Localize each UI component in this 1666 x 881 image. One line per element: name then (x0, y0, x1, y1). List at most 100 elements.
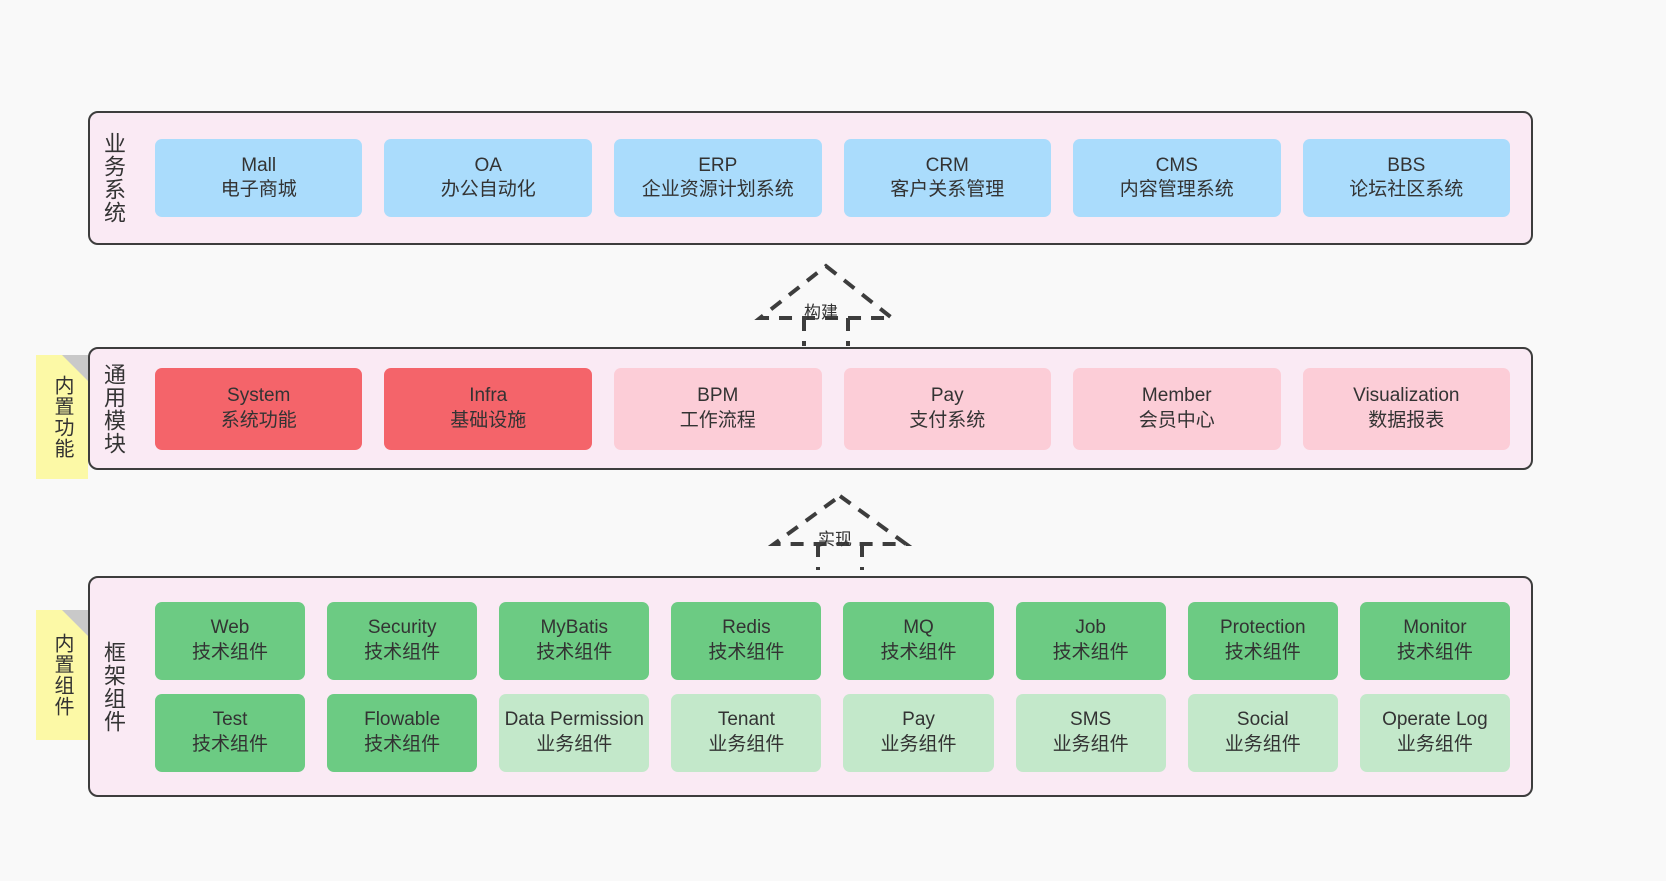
layer-title-business-systems: 业务系统 (100, 132, 126, 224)
card-mybatis[interactable]: MyBatis 技术组件 (499, 601, 650, 680)
card-title: Social (1236, 709, 1289, 731)
card-subtitle: 技术组件 (1396, 641, 1473, 663)
card-cms[interactable]: CMS 内容管理系统 (1073, 139, 1281, 217)
card-web[interactable]: Web 技术组件 (154, 601, 306, 680)
card-erp[interactable]: ERP 企业资源计划系统 (613, 139, 822, 217)
card-mq[interactable]: MQ 技术组件 (843, 601, 994, 680)
card-subtitle: 客户关系管理 (890, 179, 1005, 200)
card-subtitle: 业务组件 (1396, 733, 1473, 755)
card-mall[interactable]: Mall 电子商城 (154, 139, 363, 217)
business-row: Mall 电子商城 OA 办公自动化 ERP 企业资源计划系统 CRM 客户关系… (144, 139, 1521, 217)
card-subtitle: 技术组件 (192, 733, 269, 755)
card-test[interactable]: Test 技术组件 (154, 693, 306, 772)
note-builtin-components: 内置组件 (36, 610, 88, 740)
layer-body-business-systems: Mall 电子商城 OA 办公自动化 ERP 企业资源计划系统 CRM 客户关系… (134, 113, 1531, 243)
card-pay-component[interactable]: Pay 业务组件 (843, 693, 994, 772)
layer-title-framework-components: 框架组件 (100, 640, 126, 733)
card-title: Member (1141, 385, 1212, 407)
card-tenant[interactable]: Tenant 业务组件 (671, 693, 822, 772)
card-subtitle: 技术组件 (364, 733, 441, 755)
card-crm[interactable]: CRM 客户关系管理 (843, 139, 1052, 217)
layer-business-systems: 业务系统 Mall 电子商城 OA 办公自动化 ERP 企业资源计划系统 CRM… (88, 111, 1533, 245)
card-title: ERP (698, 154, 738, 176)
card-subtitle: 业务组件 (880, 733, 957, 755)
card-redis[interactable]: Redis 技术组件 (671, 601, 822, 680)
card-subtitle: 电子商城 (220, 179, 297, 200)
card-subtitle: 技术组件 (880, 641, 957, 663)
card-operate-log[interactable]: Operate Log 业务组件 (1359, 693, 1510, 772)
connector-build-label: 构建 (804, 303, 838, 322)
connector-build: 构建 (754, 262, 898, 346)
card-title: BPM (697, 385, 739, 407)
business-components-row: Test 技术组件 Flowable 技术组件 Data Permission … (144, 693, 1521, 772)
card-subtitle: 业务组件 (1224, 733, 1301, 755)
card-subtitle: 技术组件 (364, 641, 441, 663)
note-label: 内置组件 (51, 633, 73, 717)
card-bpm[interactable]: BPM 工作流程 (613, 367, 822, 450)
connector-build-shape (754, 263, 898, 346)
card-visualization[interactable]: Visualization 数据报表 (1302, 367, 1511, 450)
card-title: Tenant (717, 709, 775, 731)
card-infra[interactable]: Infra 基础设施 (384, 367, 592, 450)
connector-implement-shape (767, 493, 913, 570)
card-subtitle: 技术组件 (1052, 641, 1129, 663)
card-subtitle: 业务组件 (708, 733, 785, 755)
card-title: Data Permission (504, 709, 644, 731)
card-subtitle: 业务组件 (1052, 733, 1129, 755)
layer-framework-components: 框架组件 Web 技术组件 Security 技术组件 MyBatis 技术组件… (88, 576, 1533, 797)
card-bbs[interactable]: BBS 论坛社区系统 (1302, 139, 1511, 217)
card-social[interactable]: Social 业务组件 (1187, 693, 1338, 772)
card-protection[interactable]: Protection 技术组件 (1187, 601, 1338, 680)
card-subtitle: 技术组件 (708, 641, 785, 663)
note-label: 内置功能 (51, 375, 73, 459)
card-title: Monitor (1403, 617, 1467, 639)
card-member[interactable]: Member 会员中心 (1073, 367, 1281, 450)
card-title: CMS (1155, 154, 1198, 176)
card-title: System (227, 385, 291, 407)
card-title: OA (474, 154, 502, 176)
card-title: Web (210, 617, 250, 639)
card-pay-module[interactable]: Pay 支付系统 (843, 367, 1052, 450)
card-subtitle: 办公自动化 (440, 179, 536, 200)
card-subtitle: 业务组件 (536, 733, 613, 755)
card-subtitle: 工作流程 (679, 409, 756, 431)
card-subtitle: 技术组件 (1224, 641, 1301, 663)
layer-common-modules: 通用模块 System 系统功能 Infra 基础设施 BPM 工作流程 Pay… (88, 347, 1533, 470)
card-subtitle: 企业资源计划系统 (641, 179, 794, 200)
card-subtitle: 技术组件 (536, 641, 613, 663)
note-fold-corner-icon (62, 355, 88, 381)
card-title: Redis (722, 617, 771, 639)
card-oa[interactable]: OA 办公自动化 (384, 139, 592, 217)
card-system[interactable]: System 系统功能 (154, 367, 363, 450)
card-subtitle: 内容管理系统 (1119, 179, 1234, 200)
card-subtitle: 技术组件 (192, 641, 269, 663)
card-security[interactable]: Security 技术组件 (327, 601, 478, 680)
card-subtitle: 会员中心 (1138, 409, 1215, 431)
card-title: Mall (241, 154, 277, 176)
card-title: SMS (1070, 709, 1112, 731)
card-title: MQ (903, 617, 934, 639)
card-title: Visualization (1353, 385, 1460, 407)
card-job[interactable]: Job 技术组件 (1015, 601, 1166, 680)
card-title: Security (367, 617, 437, 639)
card-subtitle: 系统功能 (220, 409, 297, 431)
card-subtitle: 数据报表 (1368, 409, 1445, 431)
note-fold-corner-icon (62, 610, 88, 636)
card-title: Job (1075, 617, 1106, 639)
card-title: Test (212, 709, 248, 731)
card-title: BBS (1387, 154, 1426, 176)
card-subtitle: 基础设施 (450, 409, 527, 431)
card-flowable[interactable]: Flowable 技术组件 (327, 693, 478, 772)
connector-implement-label: 实现 (818, 530, 852, 549)
card-subtitle: 支付系统 (909, 409, 986, 431)
tech-components-row: Web 技术组件 Security 技术组件 MyBatis 技术组件 Redi… (144, 601, 1521, 680)
layer-body-common-modules: System 系统功能 Infra 基础设施 BPM 工作流程 Pay 支付系统… (134, 349, 1531, 468)
card-data-permission[interactable]: Data Permission 业务组件 (499, 693, 650, 772)
connector-implement: 实现 (767, 492, 913, 570)
card-monitor[interactable]: Monitor 技术组件 (1359, 601, 1510, 680)
card-title: Infra (469, 385, 508, 407)
card-title: MyBatis (540, 617, 609, 639)
card-title: Operate Log (1382, 709, 1488, 731)
card-sms[interactable]: SMS 业务组件 (1015, 693, 1166, 772)
